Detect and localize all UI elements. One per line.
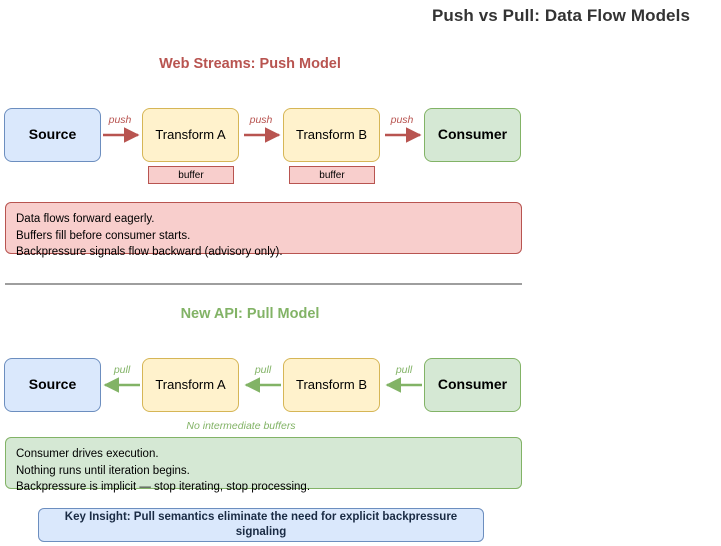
pull-arrow-label-1: pull	[113, 364, 131, 376]
push-note-line-3: Backpressure signals flow backward (advi…	[16, 246, 283, 258]
pull-node-source: Source	[4, 358, 101, 412]
push-section-heading: Web Streams: Push Model	[159, 56, 341, 72]
section-divider	[5, 283, 522, 285]
page-title: Push vs Pull: Data Flow Models	[431, 6, 690, 25]
push-node-consumer-label: Consumer	[437, 126, 508, 143]
push-node-transform-b-label: Transform B	[295, 126, 368, 142]
push-buffer-b: buffer	[289, 166, 375, 184]
push-node-source: Source	[4, 108, 101, 162]
push-node-consumer: Consumer	[424, 108, 521, 162]
pull-node-source-label: Source	[28, 376, 77, 393]
push-buffer-a-label: buffer	[178, 169, 204, 181]
pull-node-transform-b-label: Transform B	[295, 376, 368, 392]
push-node-source-label: Source	[28, 126, 77, 143]
push-node-transform-a-label: Transform A	[155, 126, 226, 142]
pull-no-buffers-note: No intermediate buffers	[186, 420, 296, 432]
pull-section-heading: New API: Pull Model	[180, 306, 320, 322]
push-note-panel: Data flows forward eagerly. Buffers fill…	[5, 202, 522, 258]
push-buffer-a: buffer	[148, 166, 234, 184]
push-note-line-1: Data flows forward eagerly.	[16, 213, 155, 225]
push-arrow-label-3: push	[390, 114, 414, 126]
push-node-transform-a: Transform A	[142, 108, 239, 162]
pull-note-line-2: Nothing runs until iteration begins.	[16, 464, 190, 477]
push-node-transform-b: Transform B	[283, 108, 380, 162]
key-insight-banner: Key Insight: Pull semantics eliminate th…	[38, 508, 484, 542]
push-buffer-b-label: buffer	[319, 169, 345, 181]
pull-note-line-3: Backpressure is implicit — stop iteratin…	[16, 481, 311, 493]
pull-node-transform-a-label: Transform A	[155, 376, 226, 392]
pull-note-line-1: Consumer drives execution.	[16, 448, 159, 460]
pull-arrow-label-2: pull	[254, 364, 272, 376]
pull-node-consumer-label: Consumer	[437, 376, 508, 393]
pull-node-consumer: Consumer	[424, 358, 521, 412]
pull-note-panel: Consumer drives execution. Nothing runs …	[5, 437, 522, 493]
pull-arrow-label-3: pull	[395, 364, 413, 376]
pull-node-transform-a: Transform A	[142, 358, 239, 412]
pull-node-transform-b: Transform B	[283, 358, 380, 412]
push-arrow-label-2: push	[249, 114, 273, 126]
push-note-line-2: Buffers fill before consumer starts.	[16, 229, 191, 242]
push-arrow-label-1: push	[108, 114, 132, 126]
